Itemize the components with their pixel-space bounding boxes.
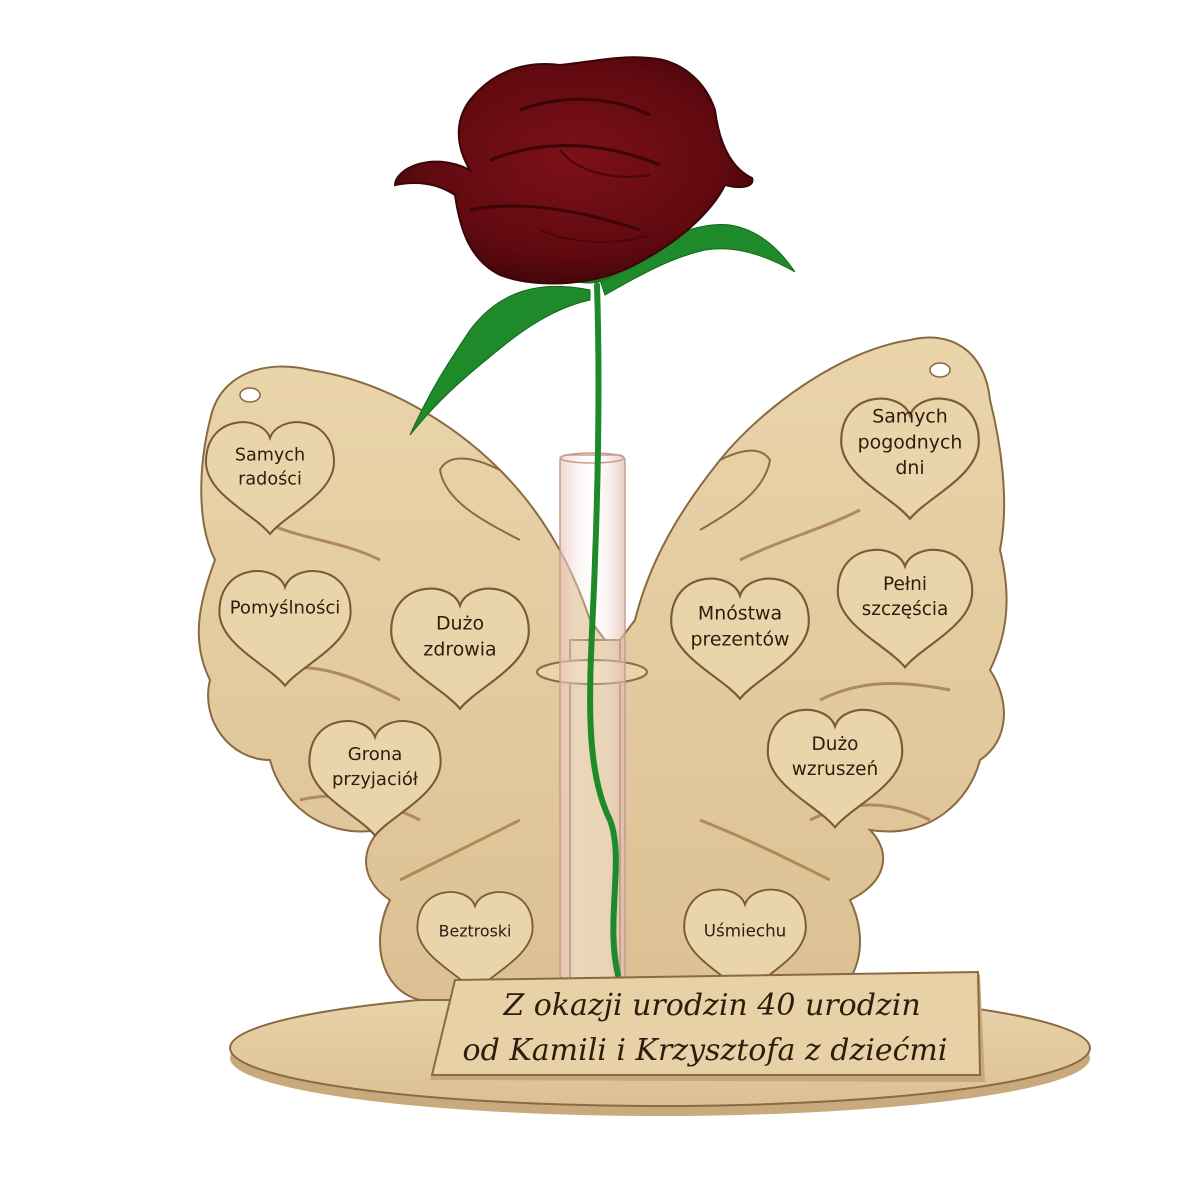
heart-grona-przyjaciol: Grona przyjaciół xyxy=(308,720,442,837)
heart-text: Dużo xyxy=(812,734,859,755)
heart-samych-pogodnych-dni: Samych pogodnych dni xyxy=(840,397,980,520)
heart-text: Samych xyxy=(235,445,305,465)
heart-text: pogodnych xyxy=(858,431,963,453)
heart-text: Beztroski xyxy=(439,921,512,940)
left-wing xyxy=(197,365,606,1001)
heart-text: radości xyxy=(238,469,302,489)
heart-text: Uśmiechu xyxy=(704,921,786,941)
heart-text: Samych xyxy=(872,405,948,427)
heart-duzo-zdrowia: Dużo zdrowia xyxy=(390,587,530,710)
heart-text: przyjaciół xyxy=(332,769,419,790)
red-rose xyxy=(393,56,754,285)
heart-text: Grona xyxy=(348,744,402,765)
heart-mnostwa-prezentow: Mnóstwa prezentów xyxy=(670,577,810,700)
heart-text: dni xyxy=(895,457,924,479)
heart-duzo-wzruszen: Dużo wzruszeń xyxy=(766,708,904,829)
heart-text: Pomyślności xyxy=(230,597,341,618)
heart-usmiechu: Uśmiechu xyxy=(683,888,807,997)
heart-beztroski: Beztroski xyxy=(416,891,534,994)
heart-text: Pełni xyxy=(883,574,927,595)
heart-text: wzruszeń xyxy=(792,759,878,780)
heart-text: Dużo xyxy=(436,613,484,635)
heart-pomyslnosci: Pomyślności xyxy=(218,570,352,687)
plaque-line-1: Z okazji urodzin 40 urodzin xyxy=(502,988,920,1023)
heart-text: Mnóstwa xyxy=(698,603,782,625)
heart-samych-radosci: Samych radości xyxy=(204,421,336,536)
heart-text: zdrowia xyxy=(423,638,496,660)
heart-text: prezentów xyxy=(691,628,790,650)
heart-pelni-szczescia: Pełni szczęścia xyxy=(836,548,974,669)
plaque-line-2: od Kamili i Krzysztofa z dziećmi xyxy=(463,1033,948,1068)
engraved-plaque: Z okazji urodzin 40 urodzin od Kamili i … xyxy=(430,970,985,1082)
heart-text: szczęścia xyxy=(862,599,949,620)
